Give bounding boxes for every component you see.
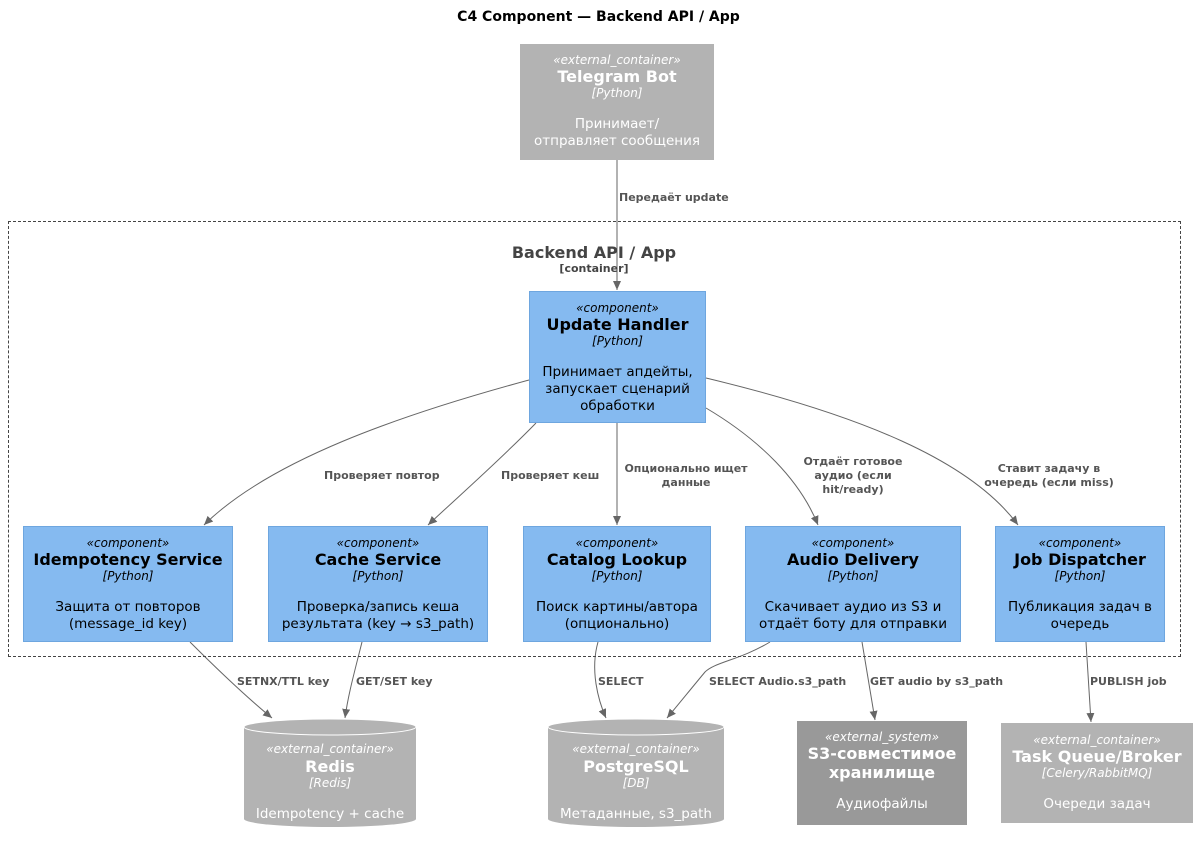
diagram-title: C4 Component — Backend API / App [457, 9, 740, 25]
edge-label-catalog: Опционально ищет данные [624, 462, 748, 489]
update-handler-node[interactable]: «component» Update Handler [Python] Прин… [529, 291, 706, 423]
node-tech: [Python] [591, 86, 643, 100]
stereotype: «component» [811, 536, 895, 550]
edge-cache-to-redis [342, 641, 363, 719]
node-name: Job Dispatcher [1014, 550, 1146, 569]
edge-update-handler-to-audio [705, 407, 819, 526]
edge-label-audio-postgres: SELECT Audio.s3_path [709, 675, 847, 688]
edge-catalog-to-postgres [594, 641, 607, 719]
node-tech: [Python] [827, 569, 879, 583]
telegram-bot-node[interactable]: «external_container» Telegram Bot [Pytho… [520, 44, 714, 160]
node-name: Task Queue/Broker [1012, 747, 1182, 766]
node-name: S3-совместимое хранилище [807, 744, 957, 782]
edge-label-audio-s3: GET audio by s3_path [870, 675, 1004, 688]
s3-storage-node[interactable]: «external_system» S3-совместимое хранили… [797, 721, 967, 825]
node-name: Update Handler [546, 315, 689, 334]
node-name: Redis [305, 757, 355, 776]
node-name: Catalog Lookup [546, 550, 688, 569]
node-tech: [Celery/RabbitMQ] [1041, 766, 1153, 780]
node-desc: Скачивает аудио из S3 и отдаёт боту для … [759, 599, 947, 632]
edge-update-handler-to-cache [427, 422, 537, 526]
node-desc: Idempotency + cache [255, 806, 405, 822]
edge-label-cache-redis: GET/SET key [356, 675, 433, 688]
stereotype: «component» [86, 536, 170, 550]
node-tech: [DB] [622, 776, 650, 790]
node-tech: [Python] [591, 569, 643, 583]
task-queue-node[interactable]: «external_container» Task Queue/Broker [… [1001, 723, 1193, 823]
node-desc: Метаданные, s3_path [560, 806, 712, 822]
stereotype: «external_container» [1033, 733, 1161, 747]
redis-cylinder [243, 718, 417, 827]
node-name: PostgreSQL [583, 757, 689, 776]
stereotype: «external_container» [266, 742, 394, 756]
node-name: Telegram Bot [557, 67, 677, 86]
postgres-cylinder [547, 718, 725, 827]
stereotype: «component» [576, 301, 659, 315]
node-name: Idempotency Service [33, 550, 223, 569]
edge-label-telegram-update-handler: Передаёт update [619, 191, 729, 204]
node-desc: Принимает апдейты, запускает сценарий об… [542, 364, 693, 414]
stereotype: «component» [336, 536, 420, 550]
node-desc: Очереди задач [1043, 796, 1151, 812]
idempotency-service-node[interactable]: «component» Idempotency Service [Python]… [23, 526, 233, 642]
edge-job-to-queue [1085, 641, 1095, 723]
stereotype: «component» [1038, 536, 1122, 550]
edge-update-handler-to-job [705, 377, 1019, 526]
node-name: Cache Service [314, 550, 442, 569]
boundary-type: [container] [559, 262, 629, 275]
edge-idempotency-to-redis [189, 641, 273, 719]
edge-label-job: Ставит задачу в очередь (если miss) [984, 462, 1114, 489]
container-boundary [8, 221, 1181, 657]
job-dispatcher-node[interactable]: «component» Job Dispatcher [Python] Публ… [995, 526, 1165, 642]
edge-label-job-queue: PUBLISH job [1090, 675, 1167, 688]
node-tech: [Python] [102, 569, 154, 583]
edge-label-catalog-postgres: SELECT [598, 675, 644, 688]
stereotype: «external_container» [553, 53, 681, 67]
stereotype: «external_system» [825, 730, 939, 744]
edge-label-cache: Проверяет кеш [501, 469, 600, 482]
node-name: Audio Delivery [787, 550, 919, 569]
edge-label-idempotency: Проверяет повтор [324, 469, 440, 482]
node-desc: Публикация задач в очередь [1008, 599, 1152, 632]
catalog-lookup-node[interactable]: «component» Catalog Lookup [Python] Поис… [523, 526, 711, 642]
node-desc: Принимает/отправляет сообщения [534, 116, 700, 149]
audio-delivery-node[interactable]: «component» Audio Delivery [Python] Скач… [745, 526, 961, 642]
node-desc: Аудиофайлы [836, 796, 928, 812]
edge-audio-to-postgres [666, 641, 771, 719]
edge-label-audio: Отдаёт готовое аудио (если hit/ready) [803, 455, 903, 496]
boundary-title: Backend API / App [511, 243, 677, 262]
postgresql-node[interactable]: «external_container» PostgreSQL [DB] Мет… [548, 719, 724, 829]
node-desc: Проверка/запись кеша результата (key → s… [281, 599, 475, 632]
edge-label-idempotency-redis: SETNX/TTL key [237, 675, 330, 688]
node-desc: Поиск картины/автора (опционально) [536, 599, 698, 632]
stereotype: «component» [575, 536, 659, 550]
node-tech: [Python] [1054, 569, 1106, 583]
node-tech: [Redis] [308, 776, 352, 790]
redis-node[interactable]: «external_container» Redis [Redis] Idemp… [244, 719, 416, 829]
edge-audio-to-s3 [861, 641, 878, 721]
edge-update-handler-to-idempotency [203, 379, 530, 526]
node-tech: [Python] [352, 569, 404, 583]
node-tech: [Python] [592, 334, 643, 348]
stereotype: «external_container» [572, 742, 700, 756]
cache-service-node[interactable]: «component» Cache Service [Python] Прове… [268, 526, 488, 642]
node-desc: Защита от повторов (message_id key) [55, 599, 201, 632]
